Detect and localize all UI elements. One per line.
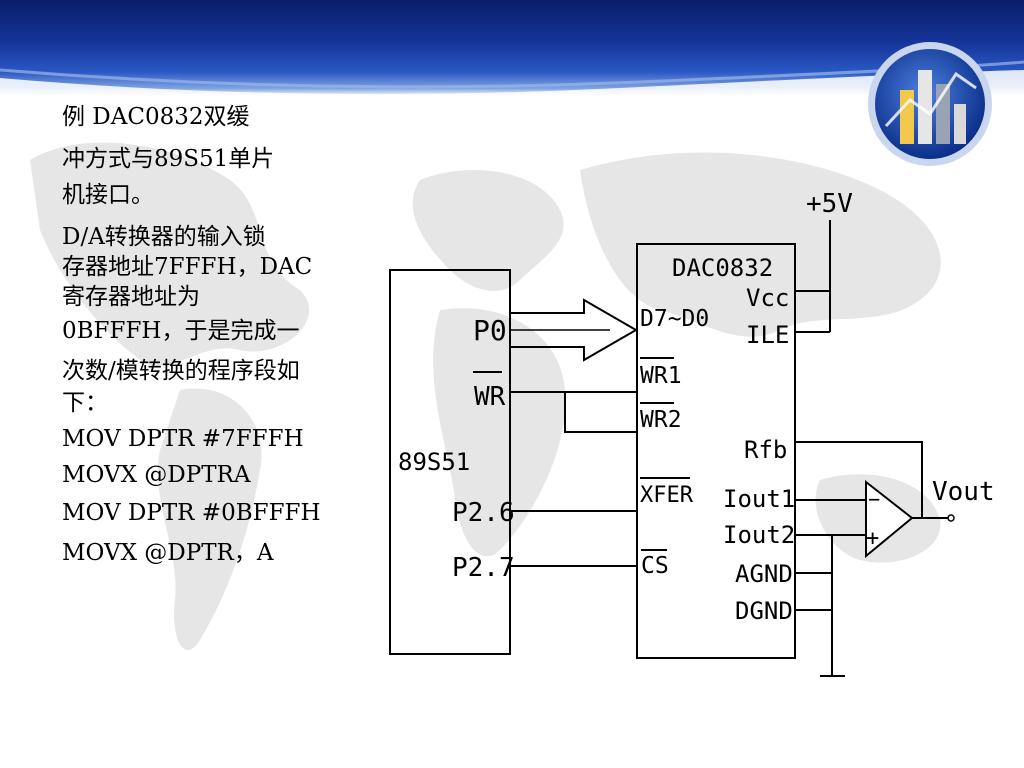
pin-rfb-label: Rfb	[744, 436, 787, 464]
description-line: 次数/模转换的程序段如	[62, 358, 300, 384]
opamp-plus-label: +	[866, 526, 879, 551]
supply-label: +5V	[806, 189, 853, 219]
opamp-minus-label: −	[868, 487, 880, 511]
rfb-wire	[795, 441, 923, 518]
pin-cs-label: CS	[641, 553, 669, 579]
pin-wr1-label: WR1	[640, 363, 682, 389]
output-label: Vout	[932, 477, 995, 507]
description-line: 例 DAC0832双缓	[62, 104, 250, 130]
wr-wire	[510, 391, 637, 433]
description-line: 机接口。	[62, 182, 154, 208]
description-line: 存器地址7FFFH，DAC	[62, 254, 313, 280]
pin-wr2-label: WR2	[640, 407, 682, 433]
code-line: MOV DPTR #7FFFH	[62, 426, 304, 452]
pin-p27-label: P2.7	[452, 553, 515, 583]
output-terminal	[947, 514, 955, 522]
mcu-block	[389, 269, 511, 655]
data-bus-arrow	[510, 298, 639, 362]
pin-ile-label: ILE	[746, 321, 789, 349]
pin-agnd-label: AGND	[735, 560, 793, 588]
code-line: MOVX @DPTRA	[62, 462, 251, 488]
pin-wr-label: WR	[474, 382, 506, 412]
pin-iout2-label: Iout2	[723, 521, 795, 549]
pin-p0-label: P0	[473, 314, 507, 347]
pin-vcc-label: Vcc	[746, 284, 789, 312]
pin-xfer-label: XFER	[640, 483, 694, 508]
pin-iout1-label: Iout1	[723, 485, 795, 513]
mcu-label: 89S51	[398, 448, 470, 476]
description-line: D/A转换器的输入锁	[62, 224, 266, 250]
description-line: 0BFFFH，于是完成一	[62, 318, 300, 344]
pin-dgnd-label: DGND	[735, 597, 793, 625]
description-line: 寄存器地址为	[62, 284, 200, 310]
code-line: MOV DPTR #0BFFFH	[62, 500, 321, 526]
pin-p26-label: P2.6	[452, 498, 515, 528]
dac-label: DAC0832	[672, 254, 773, 282]
code-line: MOVX @DPTR，A	[62, 540, 274, 566]
dac-block	[636, 243, 796, 659]
chart-logo-badge	[868, 42, 992, 166]
opamp-symbol	[865, 479, 914, 559]
description-line: 冲方式与89S51单片	[62, 146, 275, 172]
pin-data-label: D7~D0	[640, 306, 709, 332]
description-line: 下：	[62, 390, 108, 416]
